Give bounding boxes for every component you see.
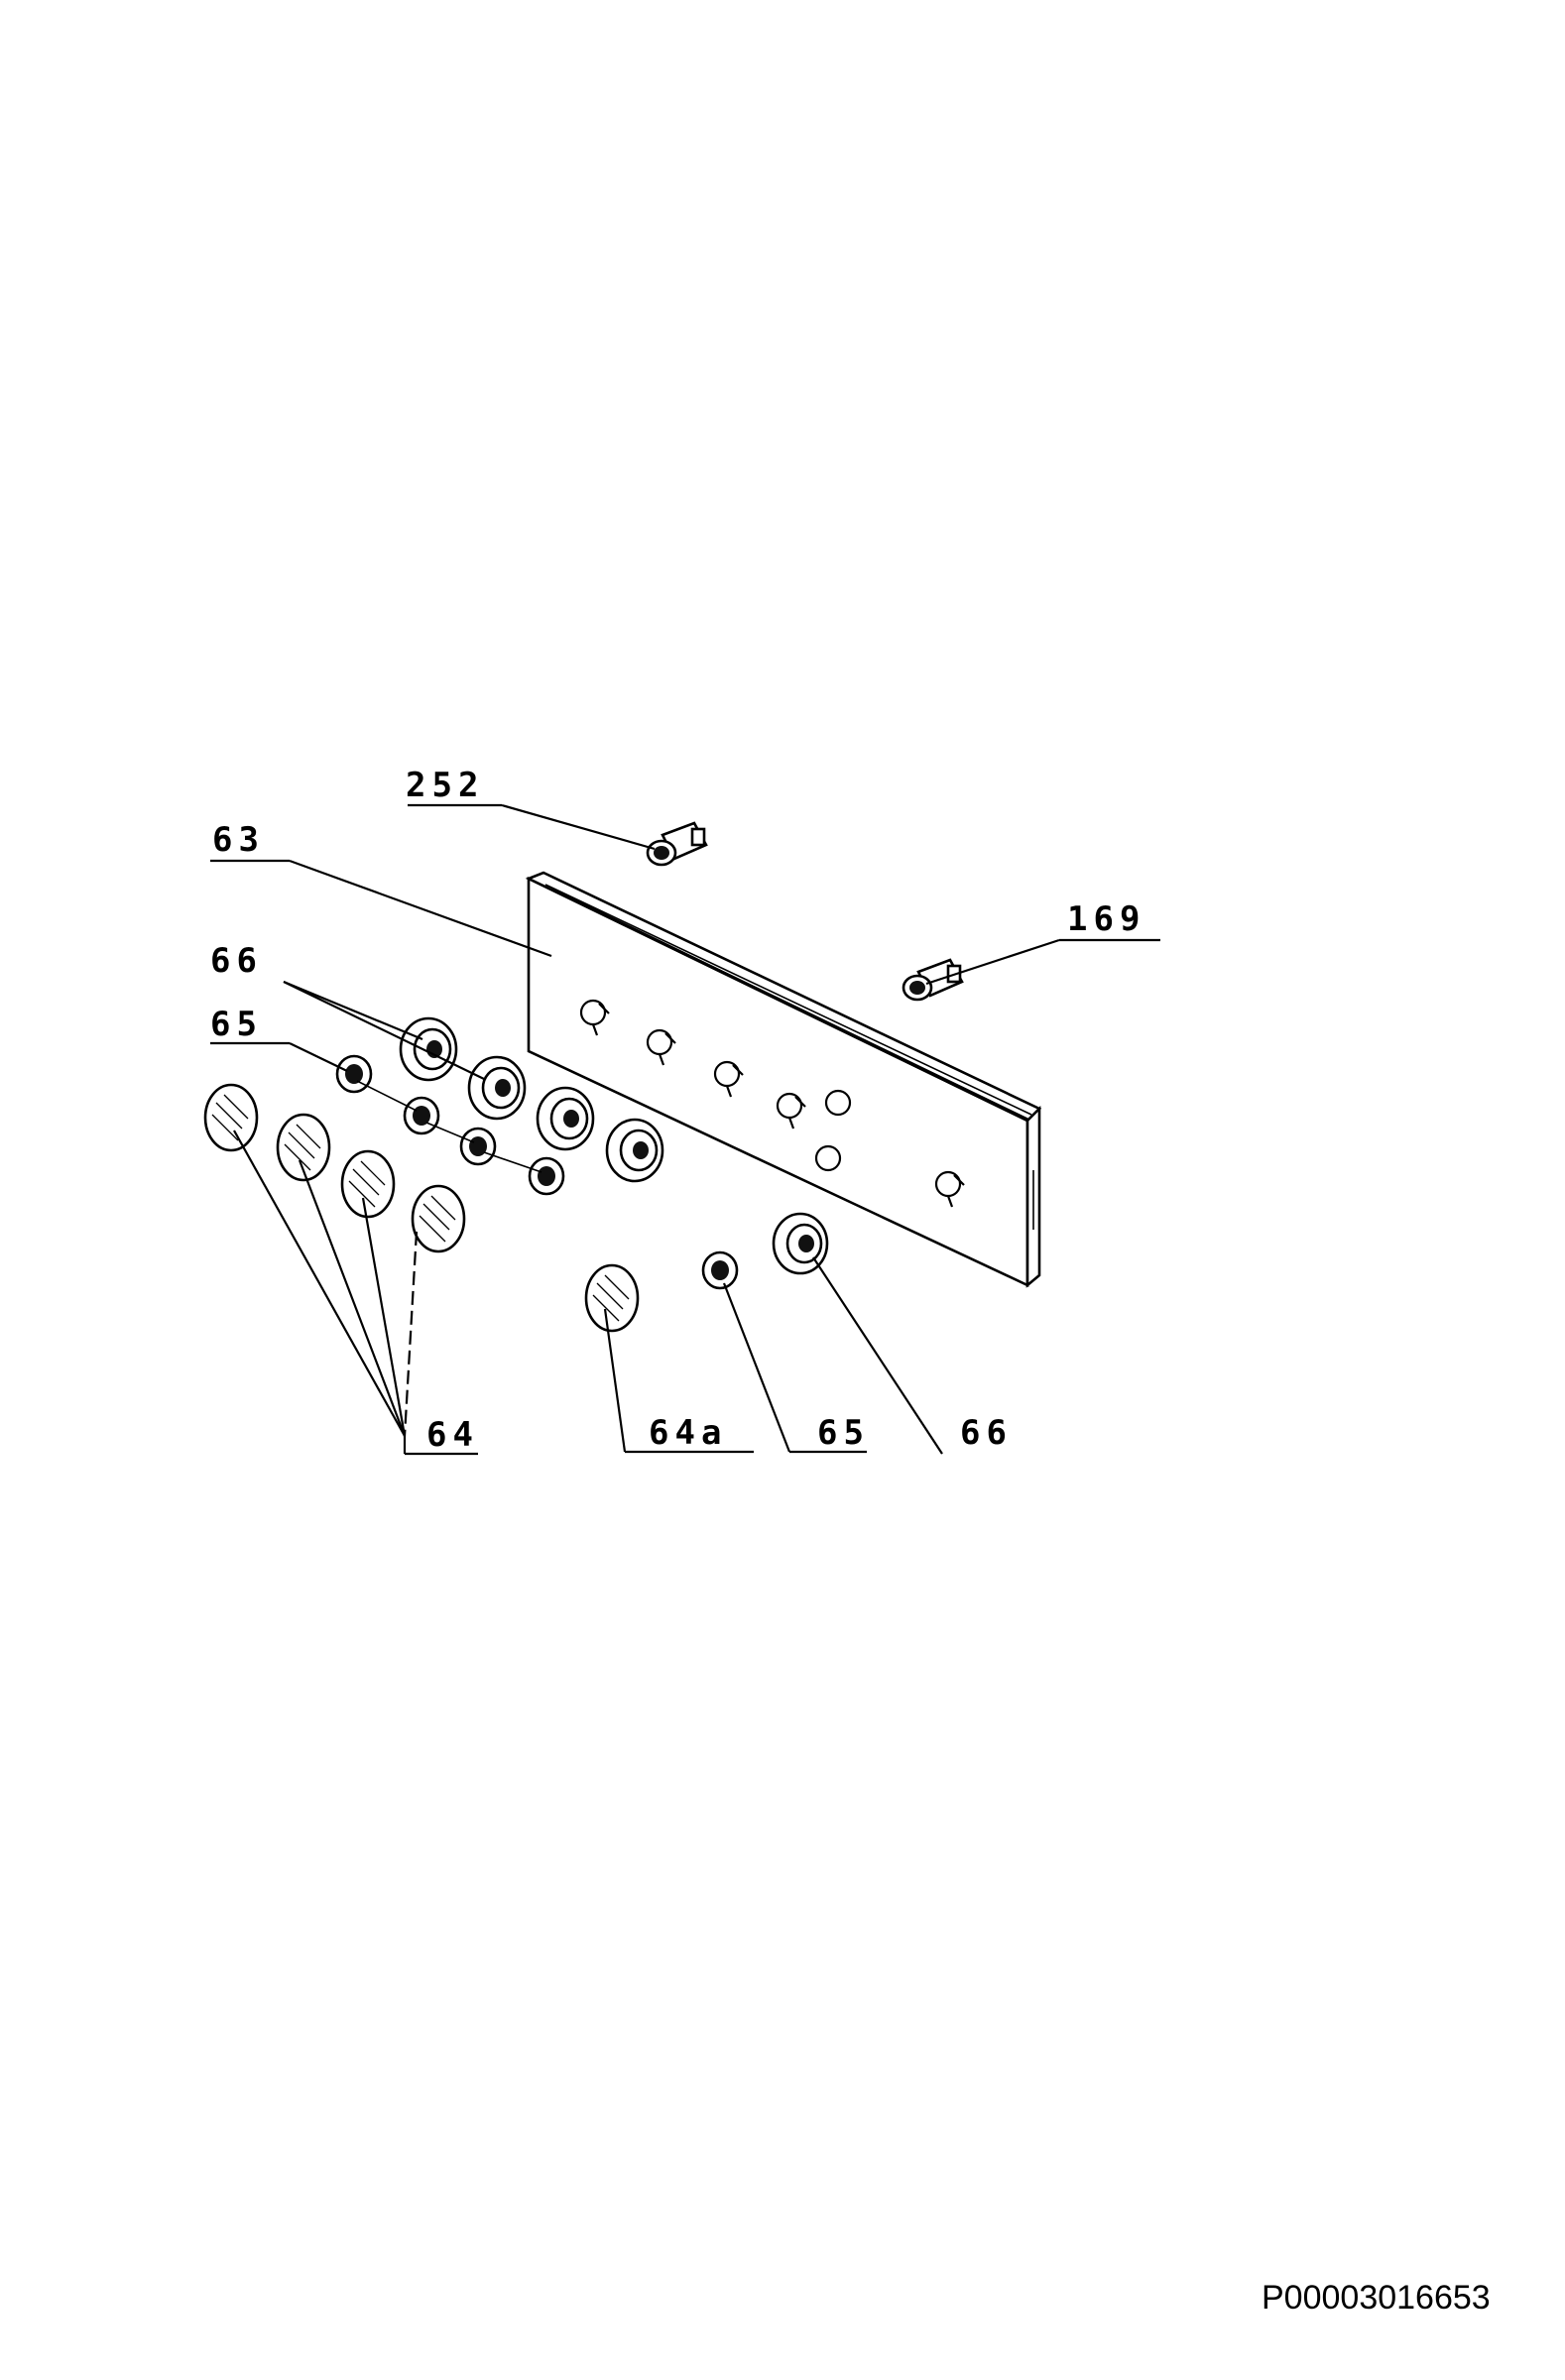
panel-hole bbox=[579, 999, 610, 1036]
callout-64a: 64a bbox=[649, 1413, 727, 1453]
callout-66: 66 bbox=[210, 941, 263, 981]
control-knob bbox=[203, 1083, 259, 1152]
control-panel bbox=[525, 871, 1042, 1288]
callout-63: 63 bbox=[212, 820, 265, 860]
bezel-ring bbox=[399, 1016, 458, 1082]
control-knob bbox=[584, 1263, 640, 1333]
callout-169: 169 bbox=[1067, 899, 1145, 939]
knob-adapter bbox=[403, 1096, 440, 1135]
knob-adapter bbox=[459, 1127, 497, 1166]
callout-65-lower: 65 bbox=[817, 1413, 870, 1453]
control-knob bbox=[276, 1113, 331, 1182]
indicator-lamp bbox=[902, 958, 964, 1002]
panel-hole bbox=[713, 1060, 744, 1098]
knob-adapter bbox=[528, 1156, 565, 1196]
panel-hole bbox=[934, 1170, 965, 1208]
control-knob bbox=[340, 1149, 396, 1219]
leader-lines bbox=[210, 803, 1160, 1456]
document-code: P00003016653 bbox=[1262, 2279, 1491, 2317]
panel-hole bbox=[776, 1092, 806, 1130]
knob-adapter bbox=[701, 1250, 739, 1290]
indicator-lamp bbox=[646, 821, 708, 867]
callout-66-lower: 66 bbox=[960, 1413, 1013, 1453]
control-knob bbox=[411, 1184, 466, 1253]
bezel-ring bbox=[605, 1118, 664, 1183]
panel-hole bbox=[824, 1089, 852, 1117]
knob-adapter bbox=[335, 1054, 373, 1094]
callout-65: 65 bbox=[210, 1005, 263, 1044]
bezel-ring bbox=[536, 1086, 595, 1151]
panel-hole bbox=[646, 1028, 676, 1066]
callout-252: 252 bbox=[406, 766, 484, 805]
panel-hole bbox=[814, 1144, 842, 1172]
bezel-ring bbox=[467, 1055, 527, 1121]
callout-64: 64 bbox=[426, 1415, 479, 1455]
